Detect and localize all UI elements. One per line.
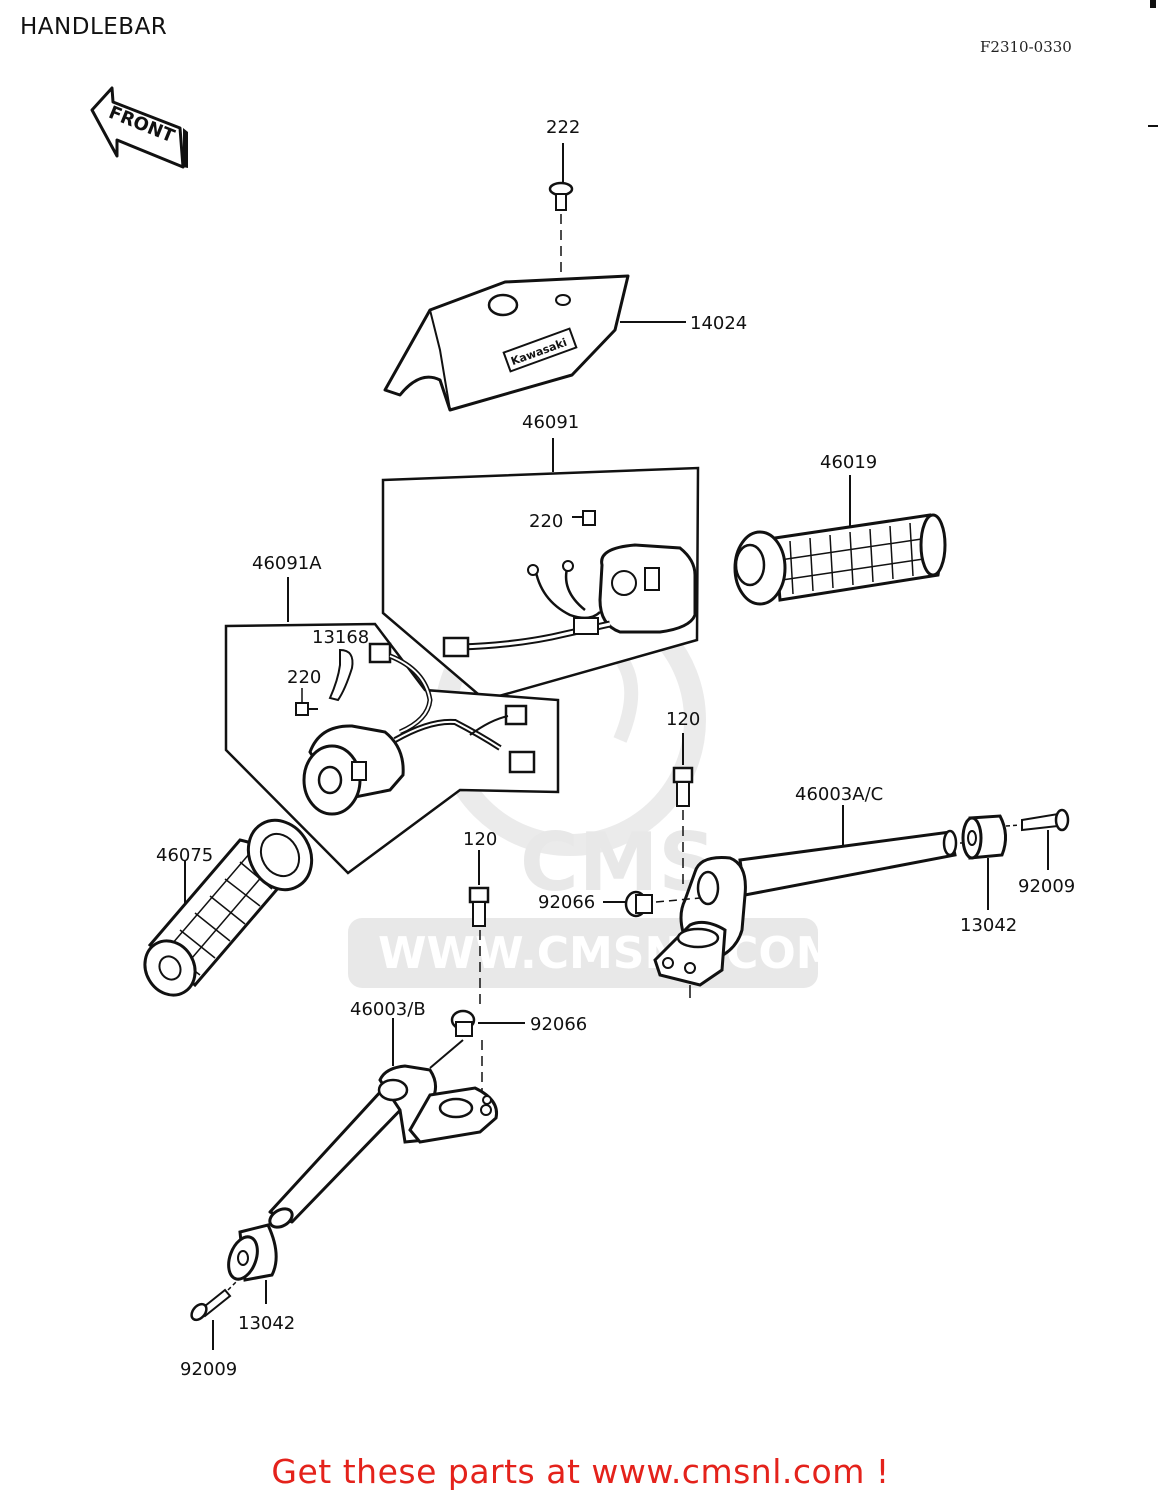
label-46091A: 46091A bbox=[252, 553, 322, 574]
bolt-120-left bbox=[468, 850, 490, 1010]
label-46003B: 46003/B bbox=[350, 999, 426, 1020]
label-92066-a: 92066 bbox=[538, 892, 595, 913]
label-92009-b: 92009 bbox=[180, 1359, 237, 1380]
footer-link[interactable]: Get these parts at www.cmsnl.com ! bbox=[271, 1452, 890, 1491]
label-13042-b: 13042 bbox=[238, 1313, 295, 1334]
bolt-120-right bbox=[672, 733, 694, 890]
label-92066-b: 92066 bbox=[530, 1014, 587, 1035]
plug-92066-right bbox=[603, 890, 701, 918]
label-13168: 13168 bbox=[312, 627, 369, 648]
assembly-box-46091A bbox=[224, 577, 560, 875]
label-46019: 46019 bbox=[820, 452, 877, 473]
label-92009-a: 92009 bbox=[1018, 876, 1075, 897]
label-13042-a: 13042 bbox=[960, 915, 1017, 936]
handlebar-46003-B-visible bbox=[273, 1102, 416, 1505]
screw-92009-right bbox=[1005, 808, 1070, 870]
assembly-box-46091 bbox=[381, 438, 700, 702]
screw-92009-left bbox=[190, 1277, 241, 1350]
handlebar-cover-14024: Kawasaki bbox=[383, 274, 686, 412]
bar-end-13042-right bbox=[960, 814, 1007, 910]
handlebar-46003A-C bbox=[653, 805, 958, 998]
diagram-reference-code: F2310-0330 bbox=[980, 38, 1072, 56]
registration-mark-top bbox=[1150, 0, 1156, 8]
registration-mark-mid bbox=[1148, 125, 1158, 127]
plug-92066-left bbox=[429, 1009, 525, 1092]
page-title: HANDLEBAR bbox=[20, 14, 168, 40]
label-222: 222 bbox=[546, 117, 580, 138]
part-labels: 222 14024 46091 220 46019 46091A 13168 2… bbox=[156, 117, 1075, 1380]
footer-banner: Get these parts at www.cmsnl.com ! bbox=[0, 1452, 1161, 1491]
bar-end-13042-left-shape bbox=[227, 1223, 278, 1304]
label-220-a: 220 bbox=[529, 511, 563, 532]
watermark-url: WWW.CMSNL.COM bbox=[378, 928, 840, 979]
screw-222 bbox=[548, 143, 574, 295]
label-46075: 46075 bbox=[156, 845, 213, 866]
grip-46075 bbox=[143, 818, 314, 997]
label-120-a: 120 bbox=[666, 709, 700, 730]
label-220-b: 220 bbox=[287, 667, 321, 688]
handlebar-46003-B bbox=[392, 1018, 394, 1066]
label-120-b: 120 bbox=[463, 829, 497, 850]
label-14024: 14024 bbox=[690, 313, 747, 334]
label-46003AC: 46003A/C bbox=[795, 784, 883, 805]
label-46091: 46091 bbox=[522, 412, 579, 433]
grip-46019 bbox=[733, 475, 947, 606]
front-arrow-icon: FRONT bbox=[90, 86, 188, 169]
left-handlebar-image bbox=[268, 1064, 499, 1229]
